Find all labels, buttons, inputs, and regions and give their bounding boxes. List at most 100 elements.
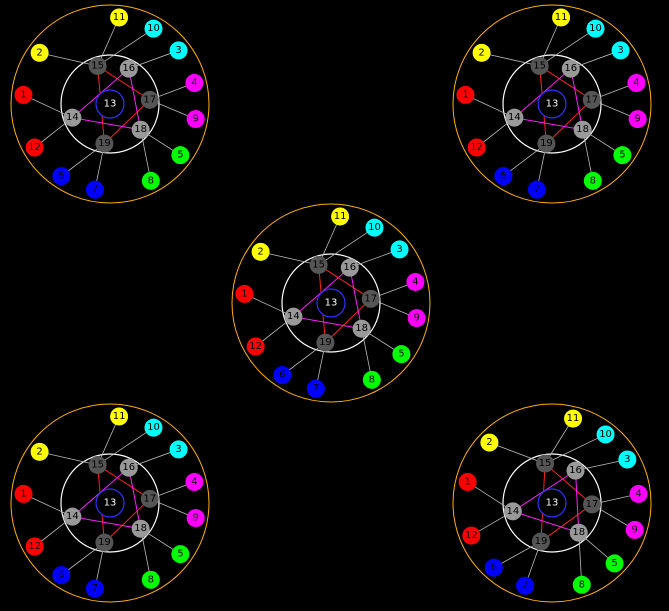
center-node bbox=[95, 488, 125, 518]
outer-node bbox=[586, 19, 605, 38]
outer-node bbox=[186, 110, 205, 129]
inner-ring bbox=[502, 453, 602, 553]
outer-node-label: 3 bbox=[624, 454, 630, 465]
inner-node-label: 17 bbox=[143, 493, 156, 504]
inner-node bbox=[284, 307, 303, 326]
spoke-line bbox=[489, 442, 546, 464]
outer-node-label: 8 bbox=[579, 579, 585, 590]
outer-node bbox=[552, 8, 571, 27]
outer-node bbox=[516, 576, 535, 595]
outer-node bbox=[52, 167, 71, 186]
inner-node bbox=[131, 120, 150, 139]
outer-node bbox=[583, 171, 602, 190]
outer-node bbox=[169, 440, 188, 459]
outer-node bbox=[169, 41, 188, 60]
inner-node-label: 19 bbox=[98, 138, 111, 149]
outer-node bbox=[462, 526, 481, 545]
outer-node-label: 10 bbox=[147, 422, 160, 433]
outer-node bbox=[110, 8, 129, 27]
outer-node bbox=[331, 207, 350, 226]
outer-node bbox=[30, 442, 49, 461]
outer-node-label: 7 bbox=[522, 580, 528, 591]
outer-node bbox=[572, 575, 591, 594]
inner-node-label: 17 bbox=[143, 94, 156, 105]
outer-node-label: 12 bbox=[28, 541, 41, 552]
outer-node-label: 6 bbox=[279, 370, 285, 381]
outer-node bbox=[14, 85, 33, 104]
outer-node bbox=[458, 472, 477, 491]
inner-node bbox=[561, 59, 580, 78]
outer-node-label: 1 bbox=[241, 288, 247, 299]
outer-node bbox=[25, 138, 44, 157]
spoke-line bbox=[39, 451, 98, 466]
center-node bbox=[537, 89, 567, 119]
center-node bbox=[316, 288, 346, 318]
inner-node bbox=[140, 90, 159, 109]
inner-node bbox=[95, 134, 114, 153]
outer-node-label: 3 bbox=[617, 45, 623, 56]
inner-node-label: 15 bbox=[91, 60, 104, 71]
outer-node bbox=[144, 418, 163, 437]
outer-node-label: 2 bbox=[486, 437, 492, 448]
outer-node-label: 12 bbox=[465, 530, 478, 541]
outer-node bbox=[628, 110, 647, 129]
inner-node bbox=[530, 56, 549, 75]
inner-node bbox=[119, 59, 138, 78]
center-node-label: 13 bbox=[104, 498, 117, 509]
outer-node bbox=[235, 284, 254, 303]
inner-node bbox=[566, 461, 585, 480]
spoke-line bbox=[39, 52, 98, 67]
outer-node-label: 9 bbox=[413, 313, 419, 324]
inner-node bbox=[569, 523, 588, 542]
inner-node bbox=[88, 56, 107, 75]
outer-node-label: 8 bbox=[148, 175, 154, 186]
outer-node-label: 10 bbox=[599, 429, 612, 440]
outer-node bbox=[611, 41, 630, 60]
outer-node-label: 3 bbox=[396, 244, 402, 255]
outer-node-label: 9 bbox=[192, 114, 198, 125]
outer-node bbox=[25, 537, 44, 556]
outer-ring bbox=[10, 403, 210, 603]
outer-node bbox=[472, 43, 491, 62]
inner-node-label: 16 bbox=[122, 462, 135, 473]
inner-node-label: 15 bbox=[533, 60, 546, 71]
center-node bbox=[537, 488, 567, 518]
outer-node bbox=[273, 366, 292, 385]
inner-node bbox=[361, 289, 380, 308]
spoke-line bbox=[481, 52, 540, 67]
outer-node-label: 4 bbox=[412, 276, 418, 287]
inner-node-label: 18 bbox=[572, 527, 585, 538]
spoke-line bbox=[318, 227, 375, 266]
spoke-line bbox=[539, 28, 596, 67]
outer-node bbox=[52, 566, 71, 585]
inner-node bbox=[503, 502, 522, 521]
outer-node-label: 2 bbox=[36, 446, 42, 457]
inner-node bbox=[63, 507, 82, 526]
outer-node bbox=[186, 509, 205, 528]
outer-node-label: 8 bbox=[369, 374, 375, 385]
outer-node bbox=[85, 579, 104, 598]
outer-node bbox=[406, 272, 425, 291]
outer-node-label: 10 bbox=[589, 23, 602, 34]
outer-node-label: 10 bbox=[368, 222, 381, 233]
center-node-label: 13 bbox=[104, 99, 117, 110]
outer-node-label: 4 bbox=[633, 77, 639, 88]
outer-node bbox=[390, 240, 409, 259]
outer-node bbox=[171, 146, 190, 165]
outer-node-label: 7 bbox=[313, 383, 319, 394]
inner-node bbox=[582, 90, 601, 109]
spoke-line bbox=[97, 28, 154, 67]
outer-node bbox=[467, 138, 486, 157]
outer-node bbox=[30, 43, 49, 62]
inner-node-label: 16 bbox=[564, 63, 577, 74]
inner-node bbox=[582, 495, 601, 514]
outer-node-label: 5 bbox=[398, 349, 404, 360]
outer-node bbox=[629, 484, 648, 503]
outer-node-label: 12 bbox=[28, 142, 41, 153]
outer-node bbox=[627, 73, 646, 92]
inner-node-label: 16 bbox=[122, 63, 135, 74]
